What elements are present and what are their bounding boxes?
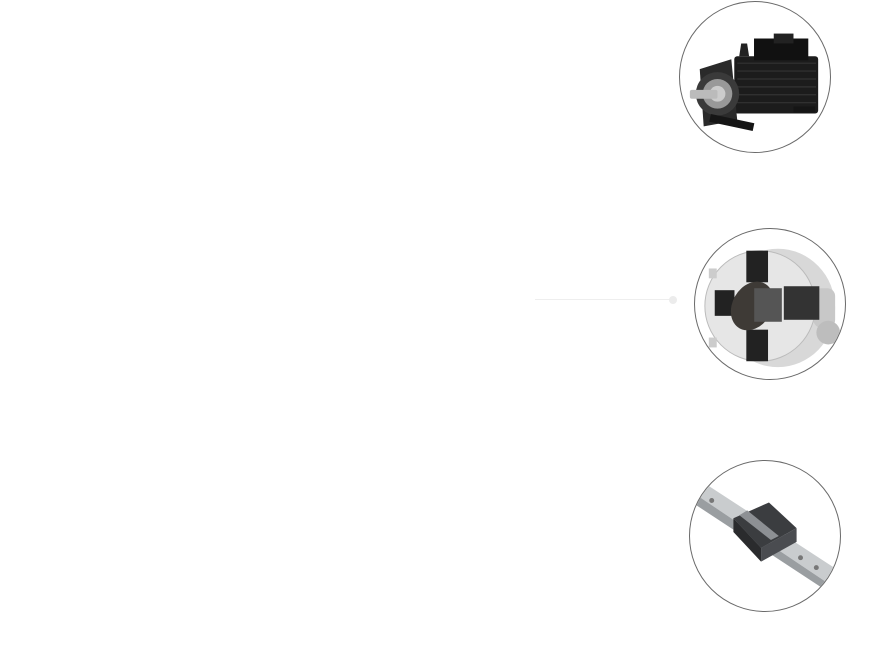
product-chuck-cutaway[interactable] [694,228,846,380]
servo-motor-image [689,33,819,131]
chuck-cutaway-image [704,248,841,368]
connector-dot[interactable] [669,296,677,304]
product-servo-motor[interactable] [679,1,831,153]
connector-line [535,299,673,300]
product-linear-guide[interactable] [689,460,841,612]
linear-guide-image [690,482,840,590]
